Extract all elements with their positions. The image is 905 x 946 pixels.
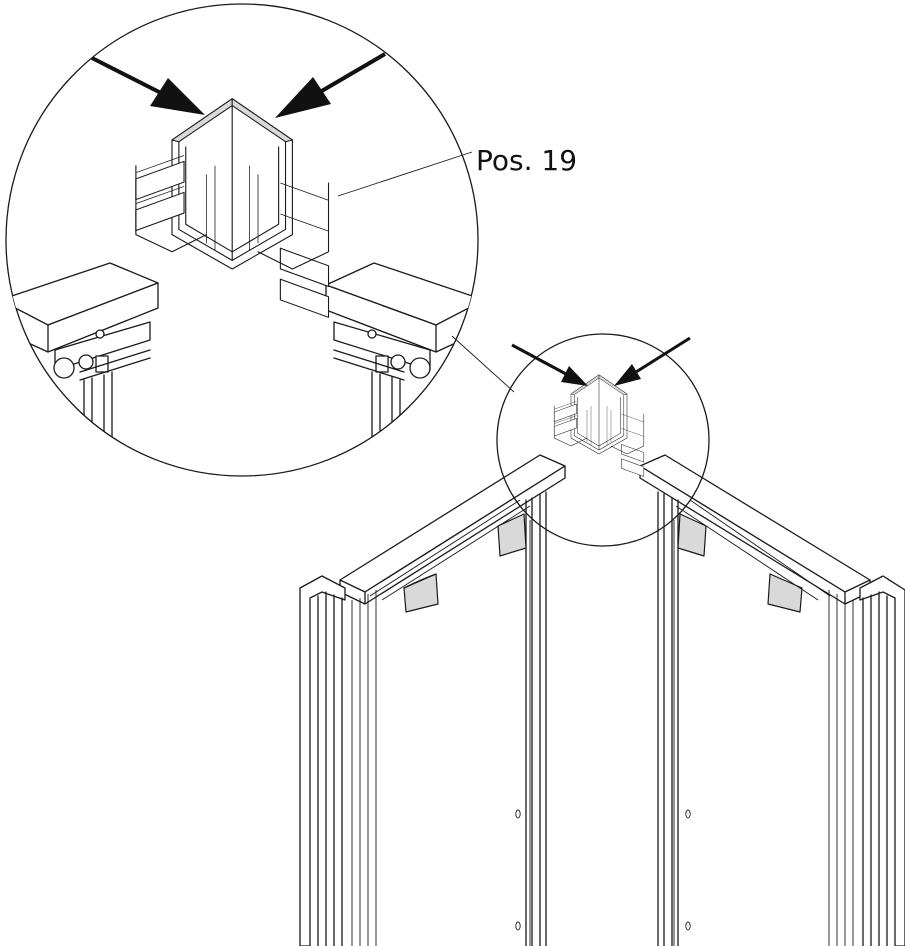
end-profile-right (828, 575, 905, 946)
door-edge-right (657, 491, 679, 946)
frame-right-detail (325, 262, 478, 476)
end-profile-left (299, 575, 377, 946)
arrow-icon (91, 56, 205, 115)
detail-circle-large (5, 3, 479, 477)
screw-hole (515, 809, 521, 819)
corner-connector-icon (135, 98, 330, 318)
roller-right-2 (677, 513, 707, 557)
shower-frame-assembly (299, 454, 905, 946)
arrow-icon (275, 52, 387, 118)
top-rail-left (339, 454, 566, 593)
position-label: Pos. 19 (476, 144, 577, 177)
roller-left-1 (403, 573, 439, 613)
leader-line (337, 151, 473, 197)
corner-connector-icon (553, 374, 645, 477)
detail-view-large: Pos. 19 (5, 3, 577, 477)
detail-link-line (451, 335, 515, 393)
screw-hole (685, 921, 691, 931)
arrow-icon (511, 343, 588, 386)
top-rail-right (639, 454, 871, 593)
detail-view-small (496, 333, 710, 547)
frame-left-detail (6, 262, 159, 476)
roller-left-2 (497, 513, 527, 557)
detail-circle-small (496, 333, 710, 547)
door-edge-left (525, 491, 547, 946)
screw-hole (685, 809, 691, 819)
screw-hole (515, 921, 521, 931)
roller-right-1 (767, 573, 803, 613)
arrow-icon (614, 336, 691, 386)
